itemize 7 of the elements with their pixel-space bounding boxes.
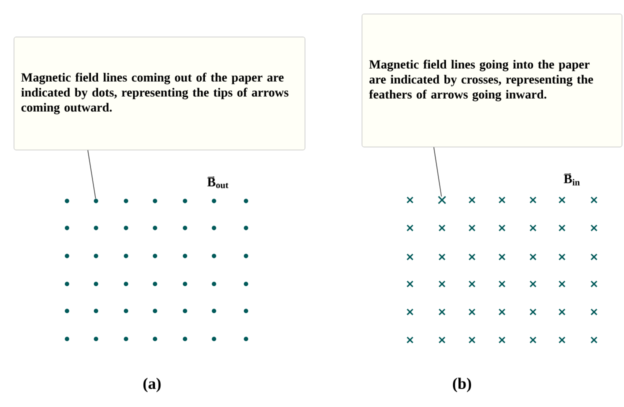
callout-box: Magnetic field lines going into the paper are indicated by crosses, representing the feathers of arrows going inward.: [362, 14, 622, 148]
callout-box: Magnetic field lines coming out of the paper are indicated by dots, representing the tips of arrows coming outward.: [14, 36, 306, 150]
leader-line: [87, 150, 96, 199]
panel-label: (a): [143, 378, 161, 392]
leader-line: [433, 146, 442, 197]
cross-mark: [438, 196, 446, 204]
panel-label: (b): [452, 378, 472, 392]
